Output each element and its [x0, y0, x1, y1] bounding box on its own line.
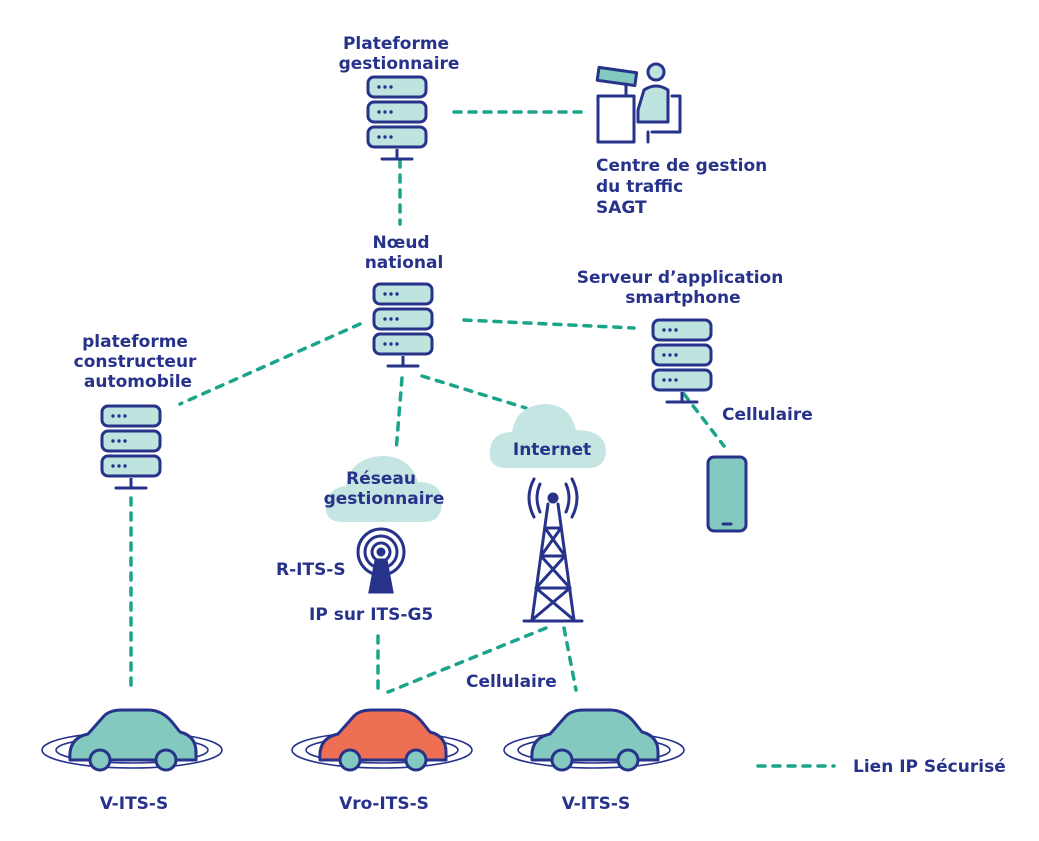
- reseau-gestionnaire-cloud-icon: [325, 456, 442, 522]
- link-noeud-constructeur: [178, 322, 362, 406]
- noeud-national-label: Nœud national: [365, 233, 444, 273]
- serveur-application-server-icon: [651, 318, 713, 404]
- link-serveur-phone: [682, 392, 726, 448]
- r-its-s-label: R-ITS-S: [276, 560, 346, 580]
- plateforme-constructeur-server-icon: [100, 404, 162, 490]
- internet-label: Internet: [513, 440, 591, 460]
- internet-cloud-icon: [489, 404, 606, 468]
- ip-sur-its-g5-label: IP sur ITS-G5: [309, 605, 433, 625]
- car-left: [41, 708, 223, 772]
- car-icon: [68, 708, 198, 772]
- link-noeud-internet: [420, 374, 528, 410]
- car-icon: [530, 708, 660, 772]
- antenna-icon: [356, 527, 406, 594]
- operator-desk-icon: [595, 62, 682, 144]
- plateforme-gestionnaire-label: Plateforme gestionnaire: [339, 34, 460, 74]
- car-left-label: V-ITS-S: [100, 794, 168, 814]
- secure-ip-links: [129, 110, 836, 768]
- plateforme-gestionnaire-server-icon: [366, 75, 428, 161]
- reseau-gestionnaire-label: Réseau gestionnaire: [324, 469, 445, 509]
- link-tower-car-middle: [386, 626, 548, 694]
- cellulaire-phone-label: Cellulaire: [722, 405, 813, 425]
- car-right-label: V-ITS-S: [562, 794, 630, 814]
- car-right: [503, 708, 685, 772]
- smartphone-icon: [706, 455, 748, 533]
- link-noeud-serveur: [462, 318, 636, 330]
- noeud-national-server-icon: [372, 282, 434, 368]
- link-noeud-reseau: [394, 376, 404, 454]
- plateforme-constructeur-label: plateforme constructeur automobile: [74, 332, 203, 392]
- centre-gestion-label: Centre de gestion du traffic SAGT: [596, 156, 773, 218]
- car-middle: [291, 708, 473, 772]
- cellulaire-tower-label: Cellulaire: [466, 672, 557, 692]
- serveur-application-label: Serveur d’application smartphone: [577, 268, 789, 308]
- car-middle-label: Vro-ITS-S: [339, 794, 429, 814]
- cell-tower-icon: [522, 477, 584, 623]
- link-tower-car-right: [562, 626, 578, 692]
- legend-label: Lien IP Sécurisé: [853, 757, 1006, 777]
- car-icon: [318, 708, 448, 772]
